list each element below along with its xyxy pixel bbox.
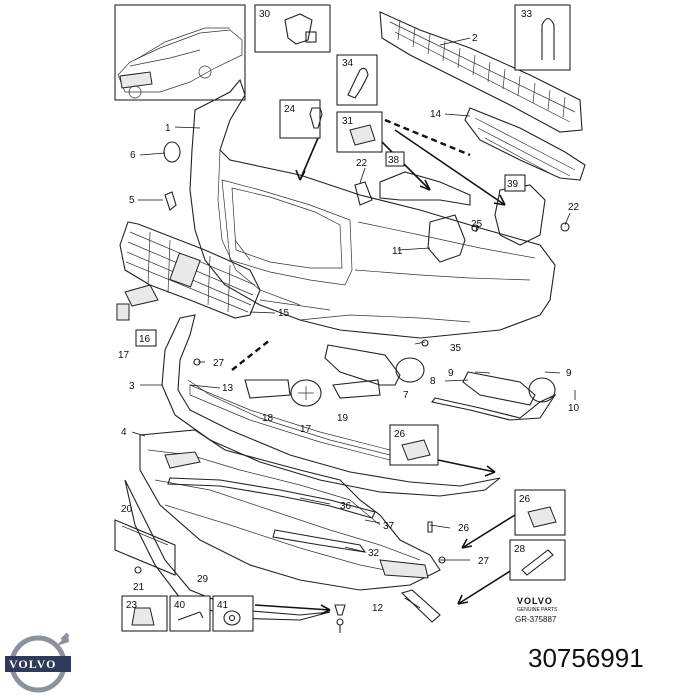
box-16: [135, 329, 157, 347]
leader-lines: [131, 37, 576, 609]
callout-label: 8: [430, 376, 436, 387]
box-label: 33: [521, 9, 533, 20]
callout-label: 35: [450, 343, 462, 354]
callout-label: 12: [372, 603, 384, 614]
callout-label: 26: [458, 523, 470, 534]
callout-label: 15: [278, 308, 290, 319]
callout-label: 17: [118, 350, 130, 361]
callout-label: 37: [383, 521, 395, 532]
end-trim: [400, 589, 441, 623]
box-26a: [389, 424, 439, 466]
box-label: 28: [514, 544, 526, 555]
box-39: [504, 174, 526, 192]
callout-label: 19: [337, 413, 349, 424]
box-label: 39: [507, 179, 519, 190]
callout-label: 10: [568, 403, 580, 414]
box-31: [336, 111, 383, 153]
callout-label: 5: [129, 195, 135, 206]
arrows: [254, 129, 516, 615]
front-grille: [119, 221, 261, 319]
box-33: [514, 4, 571, 71]
callout-label: 22: [568, 202, 580, 213]
box-label: 26: [519, 494, 531, 505]
callout-label: 25: [471, 219, 483, 230]
assembly-guides: [231, 118, 471, 371]
logo-text: VOLVO: [9, 657, 56, 671]
box-label: 40: [174, 600, 186, 611]
box-38: [385, 151, 405, 167]
callout-label: 29: [197, 574, 209, 585]
reinforcement-strip: [167, 477, 376, 553]
callout-label: 17: [300, 424, 312, 435]
callout-label: 2: [472, 33, 478, 44]
volvo-logo-icon: VOLVO: [5, 632, 71, 693]
trim-pieces: [244, 379, 381, 407]
callout-label: 14: [430, 109, 442, 120]
impact-absorber: [379, 11, 583, 133]
plate-holder: [114, 479, 331, 621]
bumper-cover: [189, 78, 556, 339]
box-24: [279, 99, 323, 139]
callout-label: 9: [448, 368, 454, 379]
box-30: [254, 4, 331, 53]
callout-label: 11: [392, 246, 403, 257]
box-label: 31: [342, 116, 354, 127]
box-label: 24: [284, 104, 296, 115]
diagram-reference: GR-375887: [515, 615, 557, 624]
callout-label: 3: [129, 381, 135, 392]
part-number: 30756991: [528, 643, 644, 673]
box-28: [509, 539, 566, 581]
callout-label: 18: [262, 413, 274, 424]
callout-label: 20: [121, 504, 133, 515]
box-34: [336, 54, 378, 106]
lower-grille: [464, 107, 586, 181]
car-thumbnail: [114, 4, 246, 101]
callout-label: 1: [165, 123, 171, 134]
box-label: 26: [394, 429, 406, 440]
box-label: 41: [217, 600, 229, 611]
fog-grilles: [324, 344, 557, 421]
callout-label: 32: [368, 548, 380, 559]
callout-label: 4: [121, 427, 127, 438]
callout-label: 27: [478, 556, 490, 567]
callout-label: 22: [356, 158, 368, 169]
box-26b: [514, 489, 566, 536]
brand-subtitle: GENUINE PARTS: [517, 607, 558, 613]
callout-label: 9: [566, 368, 572, 379]
box-label: 16: [139, 334, 151, 345]
callout-label: 6: [130, 150, 136, 161]
box-41: [212, 595, 254, 632]
box-label: 38: [388, 155, 400, 166]
brand-name: VOLVO: [517, 596, 553, 606]
box-40: [169, 595, 211, 632]
box-label: 30: [259, 9, 271, 20]
callout-label: 13: [222, 383, 234, 394]
callout-label: 7: [403, 390, 409, 401]
emblem-part: [116, 284, 159, 321]
under-shield: [139, 429, 441, 591]
callout-label: 21: [133, 582, 145, 593]
fasteners: [134, 339, 446, 633]
box-23: [121, 595, 168, 632]
callout-label: 27: [213, 358, 225, 369]
box-label: 34: [342, 58, 354, 69]
callout-label: 36: [340, 501, 352, 512]
box-label: 23: [126, 600, 138, 611]
